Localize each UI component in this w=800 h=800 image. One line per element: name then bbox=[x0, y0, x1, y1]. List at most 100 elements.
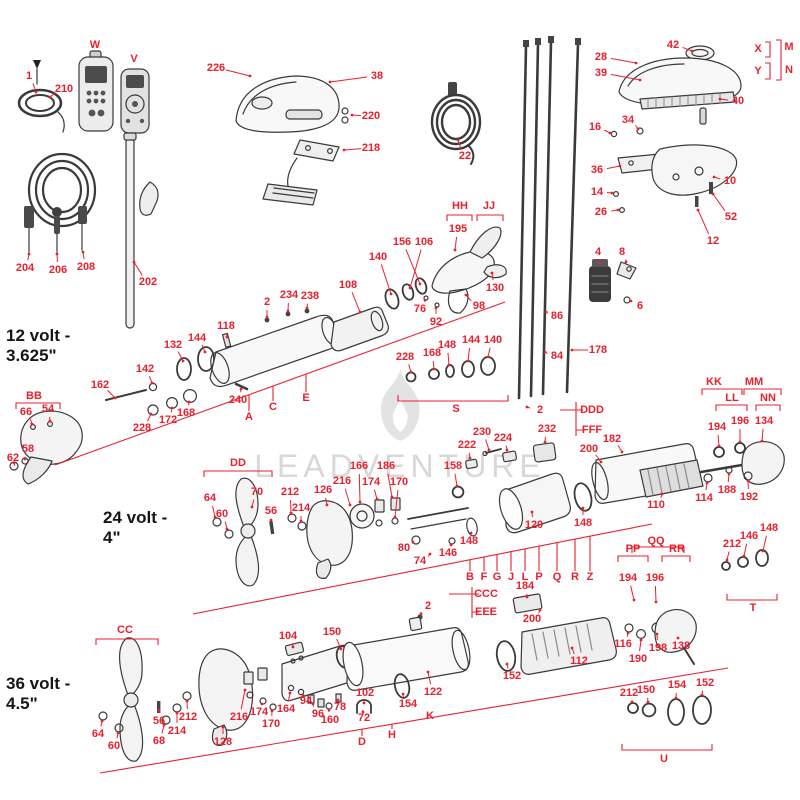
part-label-170[interactable]: 170 bbox=[261, 717, 281, 730]
part-label-39[interactable]: 39 bbox=[594, 66, 608, 79]
part-label-148[interactable]: 148 bbox=[459, 534, 479, 547]
part-label-22[interactable]: 22 bbox=[458, 149, 472, 162]
part-label-200[interactable]: 200 bbox=[579, 442, 599, 455]
part-label-76[interactable]: 76 bbox=[413, 302, 427, 315]
group-label-f[interactable]: F bbox=[480, 570, 488, 583]
group-label-eee[interactable]: EEE bbox=[474, 605, 498, 618]
part-label-26[interactable]: 26 bbox=[594, 205, 608, 218]
group-label-j[interactable]: J bbox=[507, 570, 515, 583]
part-label-114[interactable]: 114 bbox=[695, 491, 713, 504]
part-label-56[interactable]: 56 bbox=[152, 714, 166, 727]
part-label-2[interactable]: 2 bbox=[263, 295, 271, 308]
group-label-t[interactable]: T bbox=[749, 601, 757, 614]
part-label-144[interactable]: 144 bbox=[461, 333, 481, 346]
part-label-94[interactable]: 94 bbox=[299, 694, 313, 707]
part-label-160[interactable]: 160 bbox=[320, 713, 340, 726]
group-label-z[interactable]: Z bbox=[586, 570, 594, 583]
group-label-s[interactable]: S bbox=[452, 402, 460, 415]
part-label-152[interactable]: 152 bbox=[695, 676, 715, 689]
group-label-hh[interactable]: HH bbox=[452, 199, 468, 212]
group-label-g[interactable]: G bbox=[492, 570, 502, 583]
part-label-1[interactable]: 1 bbox=[25, 69, 33, 82]
part-label-138[interactable]: 138 bbox=[671, 639, 691, 652]
part-label-62[interactable]: 62 bbox=[6, 451, 20, 464]
part-label-70[interactable]: 70 bbox=[250, 485, 264, 498]
part-label-64[interactable]: 64 bbox=[91, 727, 105, 740]
part-label-60[interactable]: 60 bbox=[215, 507, 229, 520]
part-label-232[interactable]: 232 bbox=[537, 422, 557, 435]
part-label-108[interactable]: 108 bbox=[338, 278, 358, 291]
part-label-72[interactable]: 72 bbox=[357, 711, 371, 724]
part-label-228[interactable]: 228 bbox=[132, 421, 152, 434]
group-label-ccc[interactable]: CCC bbox=[474, 587, 498, 600]
group-label-bb[interactable]: BB bbox=[26, 389, 42, 402]
part-label-98[interactable]: 98 bbox=[472, 299, 486, 312]
part-label-184[interactable]: 184 bbox=[515, 579, 535, 592]
group-label-e[interactable]: E bbox=[302, 391, 310, 404]
part-label-120[interactable]: 120 bbox=[524, 518, 544, 531]
part-label-170[interactable]: 170 bbox=[389, 475, 409, 488]
part-label-14[interactable]: 14 bbox=[590, 185, 604, 198]
part-label-210[interactable]: 210 bbox=[54, 82, 74, 95]
part-label-130[interactable]: 130 bbox=[485, 281, 505, 294]
part-label-188[interactable]: 188 bbox=[717, 483, 737, 496]
group-label-n[interactable]: N bbox=[785, 63, 793, 76]
part-label-116[interactable]: 116 bbox=[614, 637, 632, 650]
part-label-196[interactable]: 196 bbox=[730, 414, 750, 427]
part-label-52[interactable]: 52 bbox=[724, 210, 738, 223]
group-label-a[interactable]: A bbox=[245, 410, 253, 423]
part-label-168[interactable]: 168 bbox=[176, 406, 196, 419]
part-label-148[interactable]: 148 bbox=[573, 516, 593, 529]
group-label-rr[interactable]: RR bbox=[669, 542, 685, 555]
part-label-240[interactable]: 240 bbox=[228, 393, 248, 406]
group-label-m[interactable]: M bbox=[784, 40, 794, 53]
part-label-122[interactable]: 122 bbox=[423, 685, 443, 698]
part-label-148[interactable]: 148 bbox=[759, 521, 779, 534]
part-label-206[interactable]: 206 bbox=[48, 263, 68, 276]
group-label-ll[interactable]: LL bbox=[725, 391, 739, 404]
part-label-54[interactable]: 54 bbox=[41, 402, 55, 415]
part-label-38[interactable]: 38 bbox=[370, 69, 384, 82]
part-label-214[interactable]: 214 bbox=[291, 501, 311, 514]
part-label-64[interactable]: 64 bbox=[203, 491, 217, 504]
group-label-d[interactable]: D bbox=[358, 735, 366, 748]
part-label-34[interactable]: 34 bbox=[621, 113, 635, 126]
group-label-pp[interactable]: PP bbox=[625, 542, 641, 555]
part-label-68[interactable]: 68 bbox=[152, 734, 166, 747]
group-label-ddd[interactable]: DDD bbox=[580, 403, 604, 416]
part-label-58[interactable]: 58 bbox=[21, 442, 35, 455]
part-label-228[interactable]: 228 bbox=[395, 350, 415, 363]
part-label-110[interactable]: 110 bbox=[647, 498, 665, 511]
group-label-x[interactable]: X bbox=[754, 42, 762, 55]
part-label-112[interactable]: 112 bbox=[570, 654, 588, 667]
part-label-212[interactable]: 212 bbox=[619, 686, 639, 699]
part-label-40[interactable]: 40 bbox=[731, 94, 745, 107]
part-label-118[interactable]: 118 bbox=[217, 319, 235, 332]
part-label-154[interactable]: 154 bbox=[398, 697, 418, 710]
part-label-216[interactable]: 216 bbox=[229, 710, 249, 723]
part-label-224[interactable]: 224 bbox=[493, 431, 513, 444]
group-label-c[interactable]: C bbox=[269, 400, 277, 413]
part-label-36[interactable]: 36 bbox=[590, 163, 604, 176]
part-label-195[interactable]: 195 bbox=[448, 222, 468, 235]
part-label-66[interactable]: 66 bbox=[19, 405, 33, 418]
part-label-174[interactable]: 174 bbox=[249, 705, 269, 718]
group-label-jj[interactable]: JJ bbox=[482, 199, 496, 212]
part-label-144[interactable]: 144 bbox=[187, 331, 207, 344]
group-label-q[interactable]: Q bbox=[552, 570, 562, 583]
group-label-mm[interactable]: MM bbox=[744, 375, 764, 388]
part-label-28[interactable]: 28 bbox=[594, 50, 608, 63]
part-label-10[interactable]: 10 bbox=[723, 174, 737, 187]
part-label-234[interactable]: 234 bbox=[279, 288, 299, 301]
part-label-218[interactable]: 218 bbox=[361, 141, 381, 154]
group-label-kk[interactable]: KK bbox=[706, 375, 722, 388]
part-label-154[interactable]: 154 bbox=[667, 678, 687, 691]
part-label-182[interactable]: 182 bbox=[602, 432, 622, 445]
part-label-172[interactable]: 172 bbox=[158, 413, 178, 426]
group-label-y[interactable]: Y bbox=[754, 64, 762, 77]
part-label-192[interactable]: 192 bbox=[739, 490, 759, 503]
part-label-126[interactable]: 126 bbox=[313, 483, 333, 496]
group-label-qq[interactable]: QQ bbox=[647, 534, 665, 547]
part-label-216[interactable]: 216 bbox=[332, 474, 352, 487]
part-label-4[interactable]: 4 bbox=[594, 245, 602, 258]
